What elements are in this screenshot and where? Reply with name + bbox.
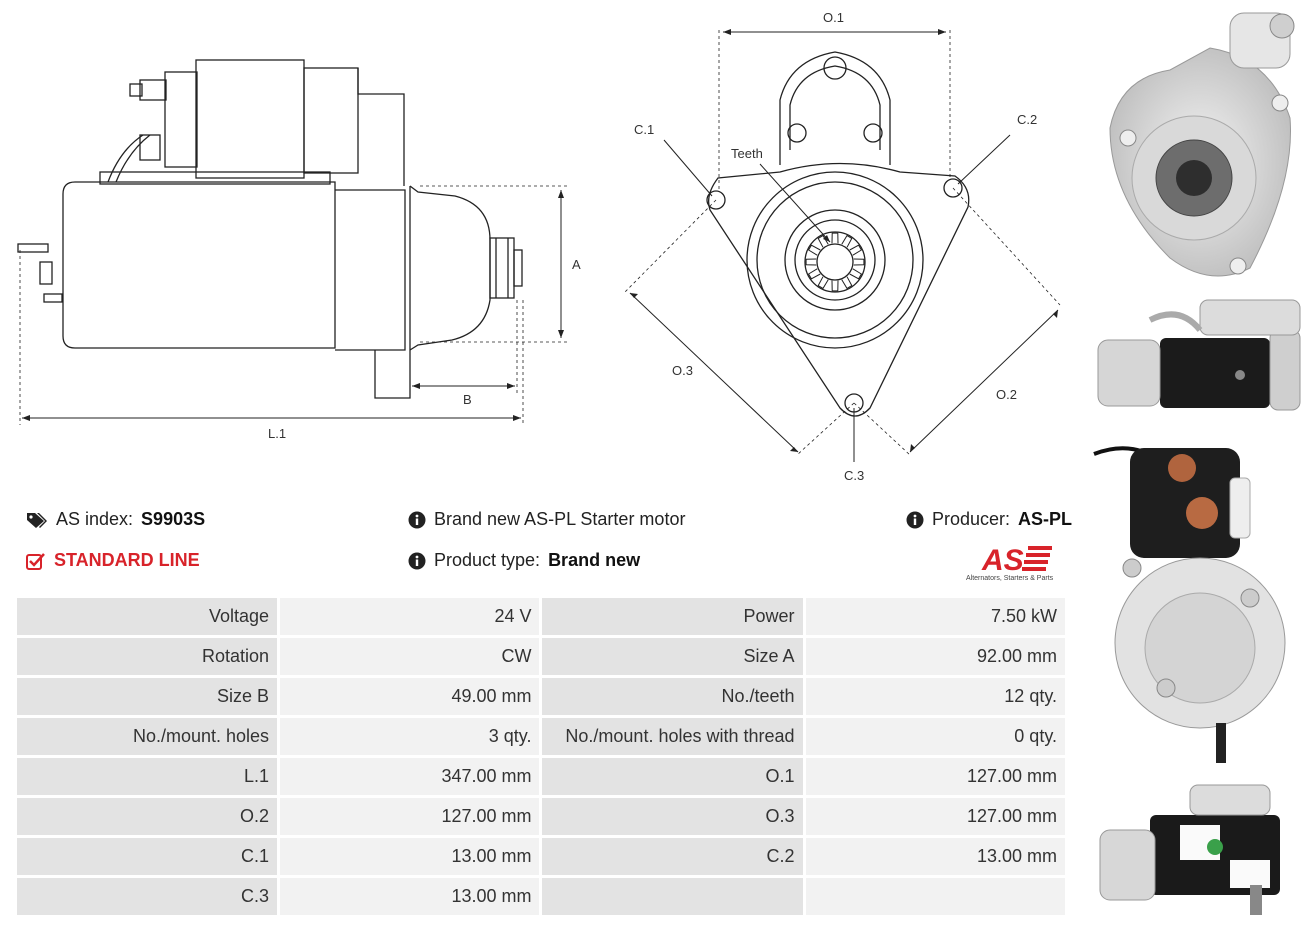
as-index-row: AS index: S9903S bbox=[26, 509, 205, 530]
spec-label: Rotation bbox=[17, 638, 278, 675]
spec-value: 127.00 mm bbox=[805, 758, 1065, 795]
tags-icon bbox=[27, 512, 47, 528]
gear-tooth bbox=[831, 232, 839, 244]
spec-label: C.3 bbox=[17, 878, 278, 915]
product-photo-rear[interactable] bbox=[1090, 438, 1305, 768]
spec-value: 13.00 mm bbox=[280, 838, 540, 875]
spec-value: 13.00 mm bbox=[805, 838, 1065, 875]
dim-o1-label: O.1 bbox=[823, 10, 844, 25]
dim-b-label: B bbox=[463, 392, 472, 407]
as-index-value: S9903S bbox=[141, 509, 206, 529]
spec-value: 49.00 mm bbox=[280, 678, 540, 715]
dim-o3-label: O.3 bbox=[672, 363, 693, 378]
spec-value: 13.00 mm bbox=[280, 878, 540, 915]
product-photo-side-label[interactable] bbox=[1090, 775, 1305, 925]
spec-label: No./mount. holes bbox=[17, 718, 278, 755]
spec-value: 127.00 mm bbox=[280, 798, 540, 835]
spec-label: L.1 bbox=[17, 758, 278, 795]
spec-value: 127.00 mm bbox=[805, 798, 1065, 835]
product-type-label: Product type: bbox=[434, 550, 541, 570]
spec-label: O.1 bbox=[542, 758, 803, 795]
gear-tooth bbox=[841, 234, 853, 248]
spec-label: Voltage bbox=[17, 598, 278, 635]
product-description: Brand new AS-PL Starter motor bbox=[434, 509, 686, 529]
check-square-icon bbox=[26, 552, 45, 570]
producer-value: AS-PL bbox=[1018, 509, 1073, 529]
spec-label: Size A bbox=[542, 638, 803, 675]
dim-l1-label: L.1 bbox=[268, 426, 286, 441]
spec-value bbox=[805, 878, 1065, 915]
standard-line-label: STANDARD LINE bbox=[54, 550, 200, 570]
product-photo-side-top[interactable] bbox=[1090, 290, 1305, 420]
spec-label: No./mount. holes with thread bbox=[542, 718, 803, 755]
gear-tooth bbox=[849, 268, 863, 280]
as-logo-mark: AS Alternators, Starters & Parts bbox=[966, 544, 1054, 582]
spec-label bbox=[542, 878, 803, 915]
line-row: STANDARD LINE bbox=[26, 550, 200, 571]
gear-tooth bbox=[849, 244, 863, 256]
spec-value: 24 V bbox=[280, 598, 540, 635]
product-photo-front[interactable] bbox=[1090, 8, 1305, 290]
spec-value: 3 qty. bbox=[280, 718, 540, 755]
gear-tooth bbox=[853, 258, 865, 266]
spec-label: O.3 bbox=[542, 798, 803, 835]
gear-tooth bbox=[807, 268, 821, 280]
as-index-label: AS index: bbox=[56, 509, 134, 529]
info-circle-icon bbox=[408, 552, 426, 569]
front-view-drawing: O.1 C.1 C.2 Teeth O.3 O.2 C.3 bbox=[624, 10, 1061, 483]
pinion-teeth bbox=[805, 232, 865, 292]
spec-label: C.2 bbox=[542, 838, 803, 875]
dim-c1-label: C.1 bbox=[634, 122, 654, 137]
producer-label: Producer: bbox=[932, 509, 1011, 529]
producer-row: Producer: AS-PL bbox=[906, 509, 1072, 530]
logo-tagline: Alternators, Starters & Parts bbox=[966, 575, 1054, 582]
gear-tooth bbox=[805, 258, 817, 266]
spec-label: O.2 bbox=[17, 798, 278, 835]
spec-label: Size B bbox=[17, 678, 278, 715]
spec-label: C.1 bbox=[17, 838, 278, 875]
dim-a-label: A bbox=[572, 257, 581, 272]
dim-c2-label: C.2 bbox=[1017, 112, 1037, 127]
info-circle-icon bbox=[906, 511, 924, 528]
spec-value: 347.00 mm bbox=[280, 758, 540, 795]
svg-text:AS: AS bbox=[981, 544, 1024, 577]
spec-value: 12 qty. bbox=[805, 678, 1065, 715]
dim-c3-label: C.3 bbox=[844, 468, 864, 483]
teeth-label: Teeth bbox=[731, 146, 763, 161]
info-circle-icon bbox=[408, 511, 426, 528]
dim-o2-label: O.2 bbox=[996, 387, 1017, 402]
spec-label: No./teeth bbox=[542, 678, 803, 715]
gear-tooth bbox=[807, 244, 821, 256]
spec-value: 0 qty. bbox=[805, 718, 1065, 755]
side-view-drawing: L.1 A B bbox=[17, 59, 581, 441]
spec-value: 7.50 kW bbox=[805, 598, 1065, 635]
gear-tooth bbox=[841, 276, 853, 290]
spec-label: Power bbox=[542, 598, 803, 635]
description-row: Brand new AS-PL Starter motor bbox=[408, 509, 685, 530]
gear-tooth bbox=[831, 280, 839, 292]
gear-tooth bbox=[817, 276, 829, 290]
product-type-row: Product type: Brand new bbox=[408, 550, 640, 571]
product-type-value: Brand new bbox=[548, 550, 641, 570]
spec-value: CW bbox=[280, 638, 540, 675]
spec-value: 92.00 mm bbox=[805, 638, 1065, 675]
as-pl-logo[interactable]: AS Alternators, Starters & Parts bbox=[960, 538, 1070, 584]
